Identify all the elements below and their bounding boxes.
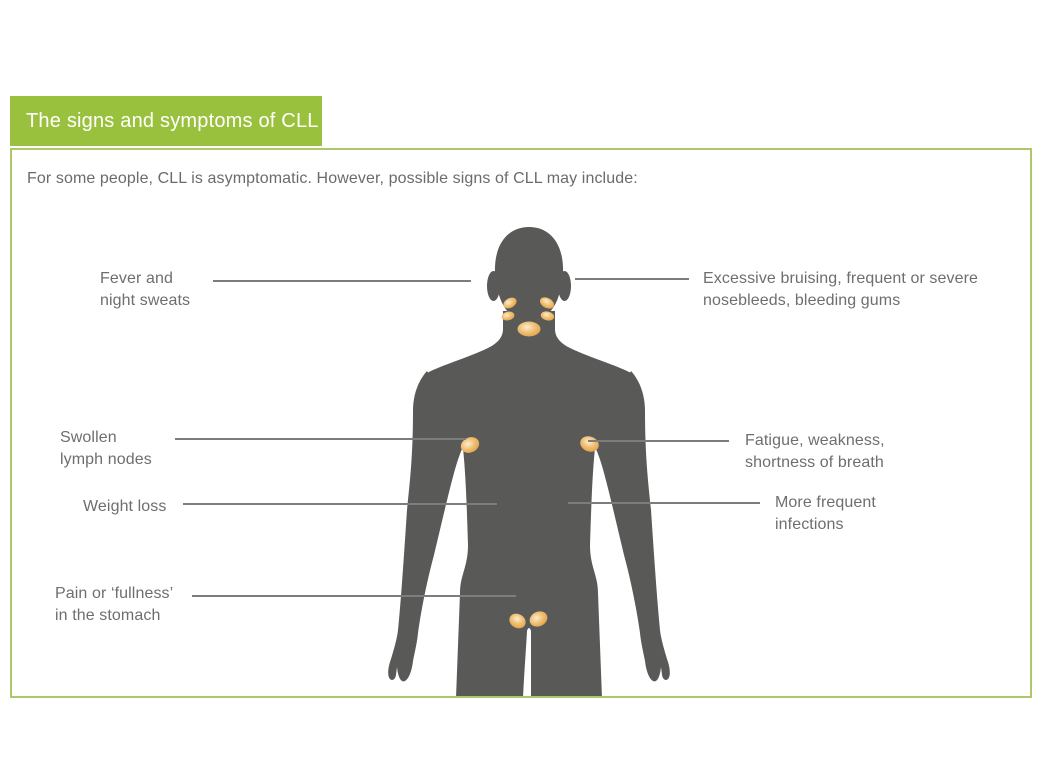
left-arm-silhouette: [388, 371, 463, 682]
symptom-label-weight-loss: Weight loss: [83, 498, 167, 515]
left-ear: [487, 271, 500, 301]
leader-line-swollen-lymph-nodes: [175, 438, 466, 440]
lymph-node-neck-right-upper: [539, 297, 555, 309]
leader-line-fatigue: [588, 440, 729, 442]
symptom-label-bruising-nosebleeds: Excessive bruising, frequent or severe n…: [703, 270, 979, 309]
lymph-node-neck-left-upper: [503, 297, 517, 309]
right-arm-silhouette: [595, 371, 670, 682]
right-ear: [558, 271, 571, 301]
symptom-label-fatigue-weakness: Fatigue, weakness, shortness of breath: [745, 432, 885, 471]
leader-line-bruising: [575, 278, 689, 280]
leader-line-infections: [568, 502, 760, 504]
lymph-node-neck-left-lower: [501, 311, 515, 321]
symptom-label-fever-night-sweats: Fever and night sweats: [100, 270, 191, 309]
lymph-node-groin-left: [509, 613, 526, 629]
leader-line-fever: [213, 280, 471, 282]
lymph-node-neck-right-lower: [540, 311, 555, 321]
leader-line-stomach-pain: [192, 595, 516, 597]
symptom-label-frequent-infections: More frequent infections: [775, 494, 876, 533]
body-silhouette-figure: [388, 227, 670, 696]
lymph-node-armpit-left: [460, 437, 480, 453]
torso-silhouette: [427, 311, 631, 696]
page-title: The signs and symptoms of CLL: [10, 96, 322, 146]
lymph-node-groin-right: [529, 611, 548, 627]
lymph-node-neck-bottom: [517, 321, 541, 337]
head-silhouette: [494, 227, 564, 322]
leader-line-weight-loss: [183, 503, 497, 505]
symptom-label-stomach-pain: Pain or ‘fullness’ in the stomach: [55, 585, 174, 624]
content-panel: For some people, CLL is asymptomatic. Ho…: [10, 148, 1032, 698]
symptom-label-swollen-lymph-nodes: Swollen lymph nodes: [60, 429, 152, 468]
intro-text: For some people, CLL is asymptomatic. Ho…: [27, 170, 638, 187]
